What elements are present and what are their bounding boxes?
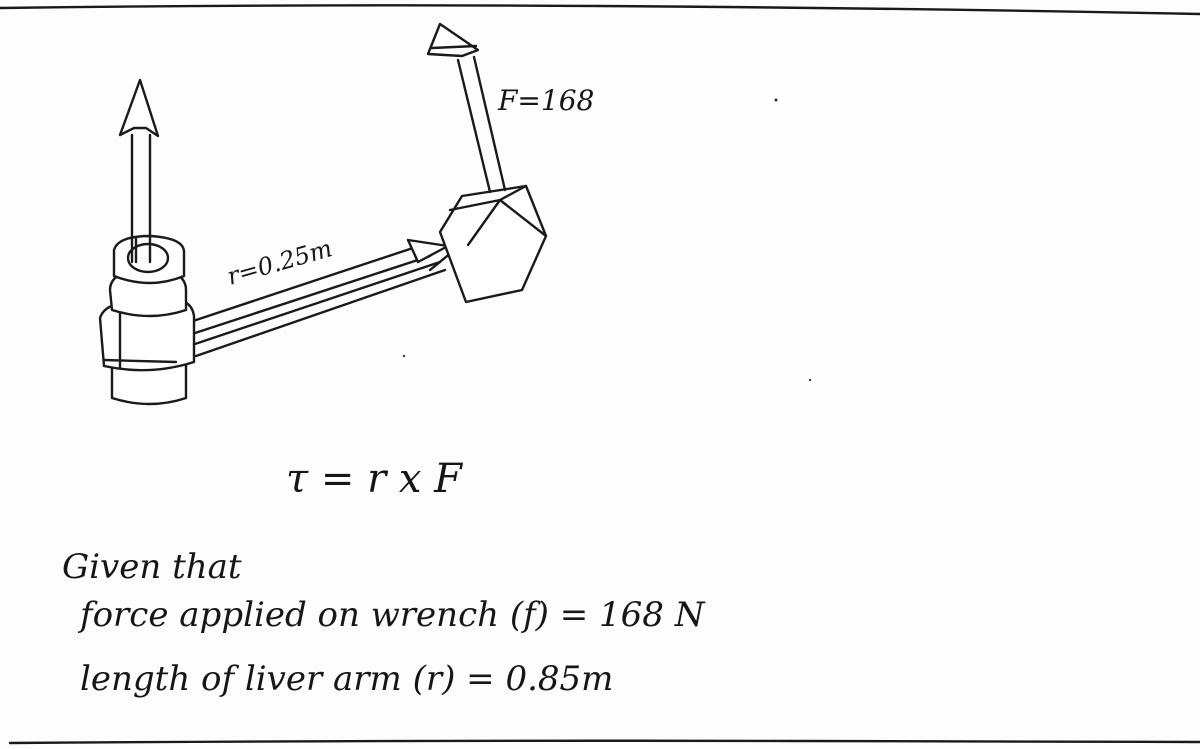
given-heading: Given that <box>62 547 242 587</box>
radius-arrowhead <box>406 238 454 272</box>
stray-mark <box>774 98 778 102</box>
top-edge-line <box>0 4 1200 16</box>
force-label: F=168 <box>497 84 594 117</box>
stray-mark <box>808 378 812 382</box>
stray-mark <box>402 354 406 358</box>
bolt-assembly <box>98 78 196 406</box>
lever-arm <box>188 242 447 358</box>
length-given-line: length of liver arm (r) = 0.85m <box>80 659 613 699</box>
force-arrow <box>426 22 507 194</box>
wrench-head-cube <box>438 184 548 304</box>
radius-label: r=0.25m <box>224 234 335 291</box>
bottom-edge-line <box>8 739 1200 745</box>
force-given-line: force applied on wrench (f) = 168 N <box>77 595 706 635</box>
torque-formula: τ = r x F <box>286 456 463 502</box>
